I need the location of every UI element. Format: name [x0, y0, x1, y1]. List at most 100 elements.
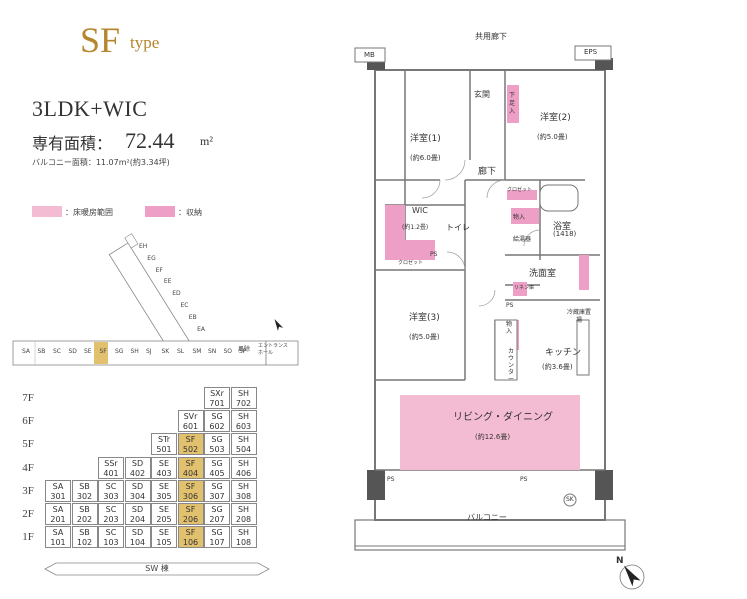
site-row-unit: SO [223, 348, 233, 355]
site-row-unit: SF [99, 348, 107, 355]
site-map [12, 233, 299, 366]
sk-label: SK [566, 496, 574, 503]
area-label: 専有面積： [32, 136, 113, 153]
eps-box [574, 45, 612, 61]
wic-storage [385, 205, 405, 240]
kitchen-counter [494, 319, 518, 381]
ldk-floor-heating [400, 395, 580, 470]
wic-size: (約1.2畳) [402, 224, 429, 231]
water-heater-label: 給湯器 [513, 236, 532, 243]
sw-wing-arrow [44, 562, 270, 576]
bedroom1-size: (約6.0畳) [410, 154, 441, 162]
storage-label: ：収納 [178, 208, 202, 217]
site-wing-unit: EC [180, 302, 189, 309]
site-row-unit: SP [239, 348, 247, 355]
site-wing-unit: EE [163, 278, 172, 286]
type-code: SF [80, 20, 121, 60]
bedroom3-size: (約5.0畳) [409, 333, 440, 341]
toilet-label: トイレ [446, 223, 470, 232]
site-row-unit: SE [84, 348, 92, 355]
site-row-unit: SD [68, 348, 77, 355]
site-row-unit: SM [192, 348, 202, 355]
site-row [12, 340, 267, 366]
balcony-area [354, 519, 626, 551]
fridge-label: 冷蔵庫置場 [566, 309, 591, 324]
floor-label: 7F [22, 392, 34, 404]
site-wing-unit: ED [172, 290, 181, 298]
counter-label: カウンター [508, 348, 515, 383]
floor-label: 1F [22, 531, 34, 544]
bedroom1-label: 洋室(1) [410, 134, 441, 144]
kitchen-label: キッチン [545, 348, 582, 358]
fridge-space [576, 319, 590, 376]
ldk-label: リビング・ダイニング [453, 412, 553, 423]
north-label: N [616, 556, 624, 566]
bath-size: (1418) [553, 230, 577, 238]
entrance-label: 玄関 [474, 90, 490, 99]
site-wing-unit: EH [139, 243, 148, 250]
linen-label: リネン庫 [514, 285, 535, 291]
storage-label: 物入 [513, 214, 526, 221]
site-wing-unit: EF [155, 266, 163, 274]
floor-label: 6F [22, 415, 34, 428]
balcony-area: バルコニー面積：11.07m²(約3.34坪) [32, 158, 170, 167]
site-highlight-sf [94, 342, 108, 364]
area-unit: m² [200, 134, 213, 148]
side-storage [579, 255, 589, 290]
site-row-unit: SK [161, 348, 170, 355]
closet-storage [385, 240, 435, 260]
bedroom2-label: 洋室(2) [540, 113, 571, 123]
floor-plan [354, 45, 626, 551]
site-row-unit: SL [177, 348, 185, 355]
closet2-storage [507, 190, 537, 200]
floor-label: 5F [22, 438, 34, 451]
bedroom3-label: 洋室(3) [409, 313, 440, 323]
site-compass-icon [274, 318, 284, 331]
area-value: 72.44 [125, 128, 175, 153]
storage2-label: 物入 [506, 321, 513, 335]
floor-label: 2F [22, 508, 34, 520]
corridor-label: 共用廊下 [475, 32, 507, 41]
floor-heating-label: ：床暖房範囲 [65, 208, 113, 217]
site-row-unit: SH [130, 348, 139, 355]
mb-box [354, 47, 386, 63]
floor-heating-swatch [32, 206, 62, 217]
site-lobby-label: 風除 [238, 346, 251, 353]
closet2-label: クロゼット [507, 187, 533, 193]
floor-label: 4F [22, 461, 34, 474]
site-entrance-label: エントランスホール [258, 343, 288, 356]
kitchen-size: (約3.6畳) [542, 363, 573, 371]
hallway-label: 廊下 [478, 167, 497, 177]
eps-label: EPS [584, 48, 598, 56]
bedroom2-size: (約5.0畳) [537, 133, 568, 141]
